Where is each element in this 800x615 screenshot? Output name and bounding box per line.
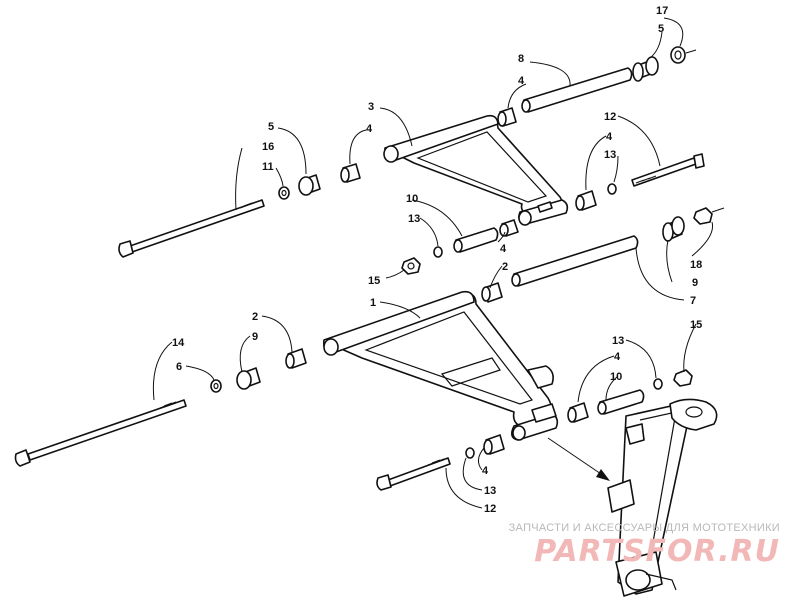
callout-15: 15 — [690, 319, 702, 331]
callout-4: 4 — [606, 131, 613, 143]
callout-4: 4 — [518, 75, 525, 87]
bushing-flange-9b — [236, 367, 261, 390]
washer-13a — [607, 183, 617, 195]
washer-11 — [278, 186, 290, 200]
washer-6 — [210, 379, 222, 393]
callout-13: 13 — [612, 335, 624, 347]
callout-12: 12 — [484, 503, 496, 515]
callout-11: 11 — [262, 161, 274, 173]
callout-14: 14 — [172, 337, 185, 349]
callout-8: 8 — [518, 53, 524, 65]
leader-lines — [152, 17, 714, 509]
callout-4: 4 — [500, 243, 507, 255]
steering-spindle — [607, 398, 718, 597]
callout-16: 16 — [262, 141, 274, 153]
nut-15b — [673, 369, 693, 387]
callout-15: 15 — [368, 275, 380, 287]
bushing-2b — [285, 348, 307, 369]
callout-4: 4 — [482, 465, 489, 477]
upper-bushing-front — [340, 163, 361, 183]
upper-bushing-flange-5a — [632, 56, 659, 82]
bolt-12b — [376, 457, 451, 491]
pointer-arrow — [547, 437, 610, 481]
callout-3: 3 — [368, 101, 374, 113]
callout-4: 4 — [366, 123, 373, 135]
callout-10: 10 — [406, 193, 418, 205]
callout-10: 10 — [610, 371, 622, 383]
upper-bushing-flange-5b — [298, 174, 321, 196]
lower-a-arm — [322, 290, 559, 441]
bushing-10b — [597, 389, 645, 415]
watermark-subtitle: ЗАПЧАСТИ И АКСЕССУАРЫ ДЛЯ МОТОТЕХНИКИ — [508, 522, 780, 534]
callout-7: 7 — [690, 295, 696, 307]
nut-15a — [401, 257, 421, 275]
callout-5: 5 — [658, 23, 664, 35]
callout-labels: 17 5 8 4 3 4 5 16 11 12 4 13 10 13 4 15 … — [172, 5, 702, 515]
sleeve-7 — [511, 235, 639, 287]
cap-18 — [693, 207, 713, 225]
bushing-10a — [453, 227, 499, 253]
upper-bushing-rear — [497, 107, 517, 127]
upper-sleeve-8 — [521, 67, 633, 113]
upper-rear-bushing-4c — [575, 190, 597, 211]
callout-2: 2 — [502, 261, 508, 273]
callout-17: 17 — [656, 5, 668, 17]
watermark-logo: PARTSFOR.RU — [534, 534, 780, 569]
bushing-flange-9a — [662, 216, 685, 242]
callout-13: 13 — [604, 149, 616, 161]
upper-cap-17 — [670, 46, 686, 64]
upper-long-bolt-16 — [118, 199, 265, 258]
bolt-12a — [631, 153, 705, 187]
upper-a-arm — [383, 114, 569, 226]
callout-13: 13 — [408, 213, 420, 225]
bushing-4f — [483, 434, 505, 455]
callout-2: 2 — [252, 311, 258, 323]
callout-5: 5 — [268, 121, 274, 133]
callout-9: 9 — [692, 277, 698, 289]
callout-4: 4 — [614, 351, 621, 363]
callout-18: 18 — [690, 259, 702, 271]
callout-6: 6 — [176, 361, 182, 373]
bushing-2a — [481, 282, 503, 303]
bushing-4e — [567, 402, 589, 423]
callout-12: 12 — [604, 111, 616, 123]
bushing-4d — [499, 219, 519, 237]
callout-9: 9 — [252, 331, 258, 343]
washer-13b — [433, 246, 443, 258]
washer-13d — [465, 447, 475, 459]
washer-13c — [653, 378, 663, 390]
callout-13: 13 — [484, 485, 496, 497]
callout-1: 1 — [370, 297, 376, 309]
lower-long-bolt-14 — [14, 399, 187, 467]
